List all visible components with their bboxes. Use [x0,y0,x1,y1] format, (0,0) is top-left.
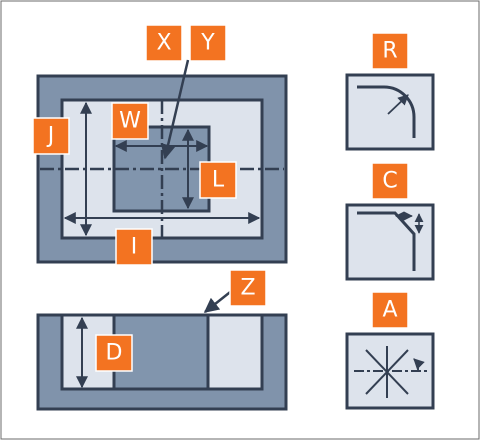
z-leader-line [203,288,235,313]
label-l: L [199,161,237,199]
radius-detail [345,73,435,151]
angle-arc [413,358,425,372]
chamfer-detail [345,203,435,281]
radius-arrow [387,94,409,115]
label-d: D [95,334,133,372]
label-x: X [145,24,183,62]
angle-detail [345,332,435,410]
svg-text:A: A [382,298,397,323]
svg-text:Z: Z [240,276,255,301]
chamfer-detail-box [345,203,435,281]
svg-text:J: J [46,124,55,149]
svg-text:L: L [212,168,225,193]
label-c: C [371,162,409,200]
svg-text:R: R [382,39,397,64]
section-view [36,288,288,411]
svg-text:Y: Y [200,31,215,56]
label-j: J [32,117,70,155]
svg-text:X: X [156,31,171,56]
section-right-light [206,313,264,391]
label-a: A [371,291,409,329]
chamfer-corner-path [357,211,416,271]
svg-text:W: W [119,109,141,134]
label-z: Z [229,269,267,307]
svg-text:C: C [382,169,397,194]
label-r: R [371,32,409,70]
top-view [36,59,288,264]
label-i: I [115,228,153,266]
label-w: W [111,102,149,140]
xy-leader-line [160,59,190,160]
label-y: Y [189,24,227,62]
svg-text:I: I [131,235,138,260]
svg-text:D: D [106,341,123,366]
